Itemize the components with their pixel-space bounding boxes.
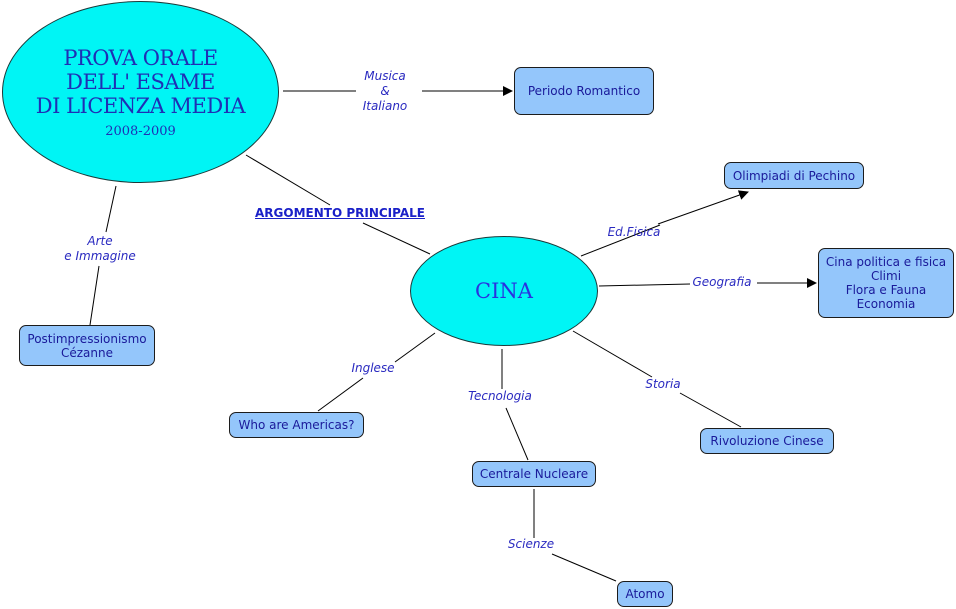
line-cina-edfisica (580, 224, 661, 257)
node-olimpiadi-pechino[interactable]: Olimpiadi di Pechino (724, 162, 864, 189)
link-label-scienze: Scienze (507, 537, 555, 551)
arrow-edfisica-olimpiadi (657, 190, 749, 225)
node-text: Cina politica e fisica (825, 255, 947, 269)
link-label-musica: Musica & Italiano (363, 69, 408, 114)
label-line: & (380, 84, 390, 98)
node-who-are-americas[interactable]: Who are Americas? (229, 412, 364, 438)
node-text: Economia (856, 297, 916, 311)
node-atomo[interactable]: Atomo (617, 581, 673, 607)
link-label-tecnologia: Tecnologia (468, 389, 532, 403)
line-arte-post (89, 265, 100, 326)
central-topic-ellipse[interactable]: CINA (410, 236, 598, 346)
node-text: Climi (870, 269, 902, 283)
argomento-principale-link[interactable]: ARGOMENTO PRINCIPALE (255, 206, 425, 220)
main-years: 2008-2009 (105, 123, 176, 139)
node-text: Atomo (625, 587, 665, 601)
link-label-edfisica: Ed.Fisica (607, 225, 661, 239)
node-periodo-romantico[interactable]: Periodo Romantico (514, 67, 654, 115)
line-tecnologia-centrale (505, 407, 529, 461)
node-text: Olimpiadi di Pechino (732, 168, 856, 183)
label-line: Musica (364, 69, 406, 83)
line-inglese-who (317, 377, 364, 412)
main-topic-ellipse[interactable]: PROVA ORALE DELL' ESAME DI LICENZA MEDIA… (2, 1, 279, 183)
line-cina-inglese (394, 332, 436, 363)
node-cina-politica[interactable]: Cina politica e fisica Climi Flora e Fau… (818, 248, 954, 318)
node-text: Centrale Nucleare (479, 467, 589, 481)
node-text: Rivoluzione Cinese (710, 434, 824, 448)
main-title-line-2: DELL' ESAME (66, 69, 215, 94)
link-label-inglese: Inglese (351, 361, 395, 375)
node-centrale-nucleare[interactable]: Centrale Nucleare (472, 461, 596, 487)
link-label-geografia: Geografia (692, 275, 752, 289)
line-argomento-cina (362, 222, 431, 255)
line-main-arte (105, 185, 117, 233)
line-cina-storia (572, 330, 653, 378)
node-text: Cézanne (60, 345, 113, 360)
link-label-storia: Storia (645, 377, 681, 391)
label-line: Arte (87, 234, 113, 248)
line-scienze-atomo (551, 553, 617, 582)
node-text: Who are Americas? (238, 418, 355, 432)
line-main-argomento (245, 154, 331, 206)
node-text: Flora e Fauna (845, 283, 927, 297)
node-postimpressionismo[interactable]: Postimpressionismo Cézanne (19, 325, 155, 366)
central-topic-label: CINA (475, 279, 533, 303)
label-line: e Immagine (64, 249, 136, 263)
main-title-line-3: DI LICENZA MEDIA (35, 93, 246, 118)
label-line: Italiano (362, 99, 408, 113)
node-text: Periodo Romantico (527, 84, 641, 98)
line-cina-geografia (598, 283, 691, 287)
line-storia-rivoluzione (679, 392, 742, 428)
main-title-line-1: PROVA ORALE (63, 45, 218, 70)
link-label-arte: Arte e Immagine (64, 234, 135, 264)
node-rivoluzione-cinese[interactable]: Rivoluzione Cinese (700, 428, 834, 454)
node-text: Postimpressionismo (27, 331, 147, 346)
